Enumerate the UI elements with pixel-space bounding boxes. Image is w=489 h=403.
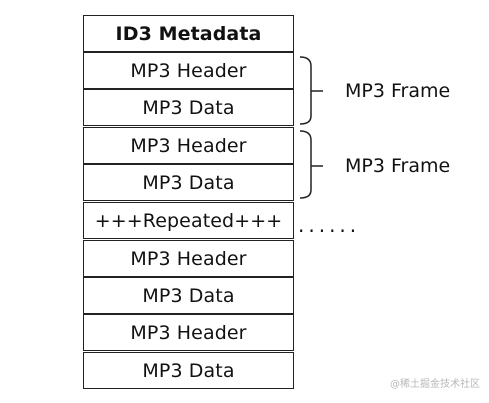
row-label: MP3 Data (142, 359, 235, 382)
frame-bracket-1 (299, 56, 323, 125)
row-label: MP3 Header (130, 247, 247, 270)
frame-bracket-2 (299, 130, 323, 199)
row-mp3-header: MP3 Header (83, 127, 294, 164)
row-repeated: +++Repeated+++ (83, 202, 294, 239)
row-label: MP3 Data (142, 171, 235, 194)
row-mp3-data: MP3 Data (83, 277, 294, 314)
row-label: ID3 Metadata (115, 22, 262, 45)
continuation-ellipsis: ...... (298, 213, 361, 237)
row-label: MP3 Data (142, 284, 235, 307)
row-id3-metadata: ID3 Metadata (83, 15, 294, 52)
watermark: @稀土掘金技术社区 (390, 379, 480, 390)
row-mp3-header: MP3 Header (83, 240, 294, 277)
row-mp3-data: MP3 Data (83, 89, 294, 126)
row-label: +++Repeated+++ (94, 209, 283, 232)
row-mp3-data: MP3 Data (83, 352, 294, 389)
row-label: MP3 Header (130, 59, 247, 82)
row-mp3-header: MP3 Header (83, 52, 294, 89)
row-label: MP3 Header (130, 134, 247, 157)
row-mp3-header: MP3 Header (83, 314, 294, 351)
frame-label-1: MP3 Frame (345, 80, 451, 102)
row-label: MP3 Header (130, 321, 247, 344)
frame-label-2: MP3 Frame (345, 155, 451, 177)
row-label: MP3 Data (142, 96, 235, 119)
row-mp3-data: MP3 Data (83, 164, 294, 201)
